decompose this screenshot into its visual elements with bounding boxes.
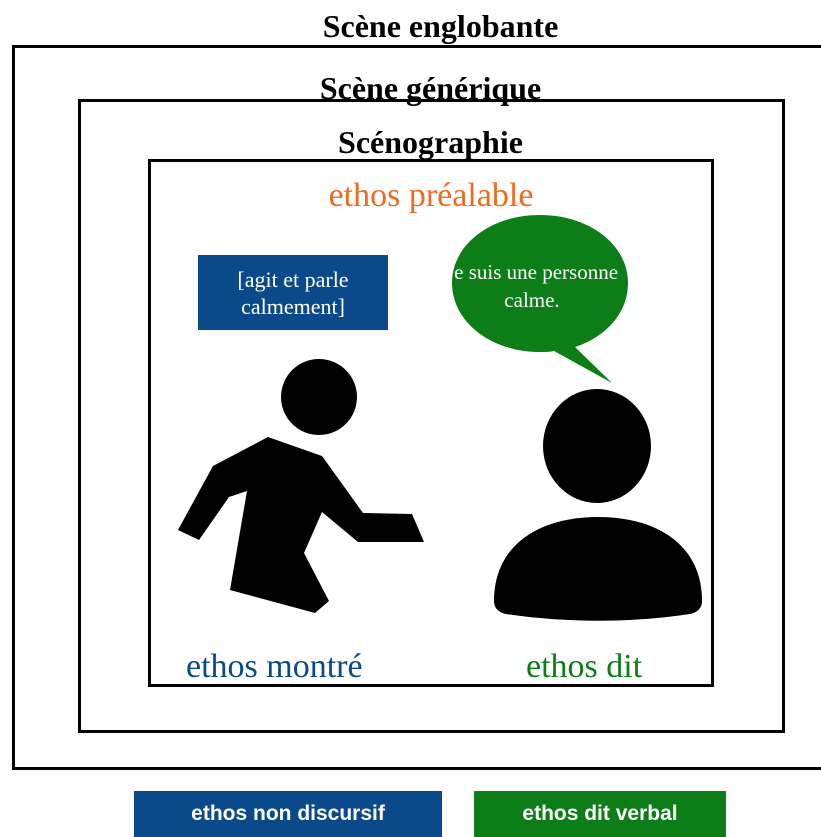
scene-englobante-frame [12,45,821,770]
legend-non-discursif-text: ethos non discursif [191,802,385,825]
legend-dit-verbal-text: ethos dit verbal [522,802,678,825]
speech-bubble-shape [452,215,628,383]
scenographie-frame [148,159,714,687]
ethos-dit-label: ethos dit [526,648,643,685]
ethos-montre-label: ethos montré [186,648,363,685]
legend-ethos-dit-verbal: ethos dit verbal [474,791,726,837]
speech-bubble-icon [452,215,628,383]
scene-generique-frame [78,99,785,733]
legend-ethos-non-discursif: ethos non discursif [134,791,442,837]
scenographie-title: Scénographie [338,124,523,160]
scene-englobante-title: Scène englobante [322,8,559,44]
scene-generique-title: Scène générique [319,70,542,106]
ethos-prealable-label: ethos préalable [328,177,534,214]
speech-bubble-text: Je suis une personne calme. [445,260,619,312]
action-annotation-text: [agit et parle calmement] [237,266,349,319]
action-annotation-box: [agit et parle calmement] [198,255,388,330]
